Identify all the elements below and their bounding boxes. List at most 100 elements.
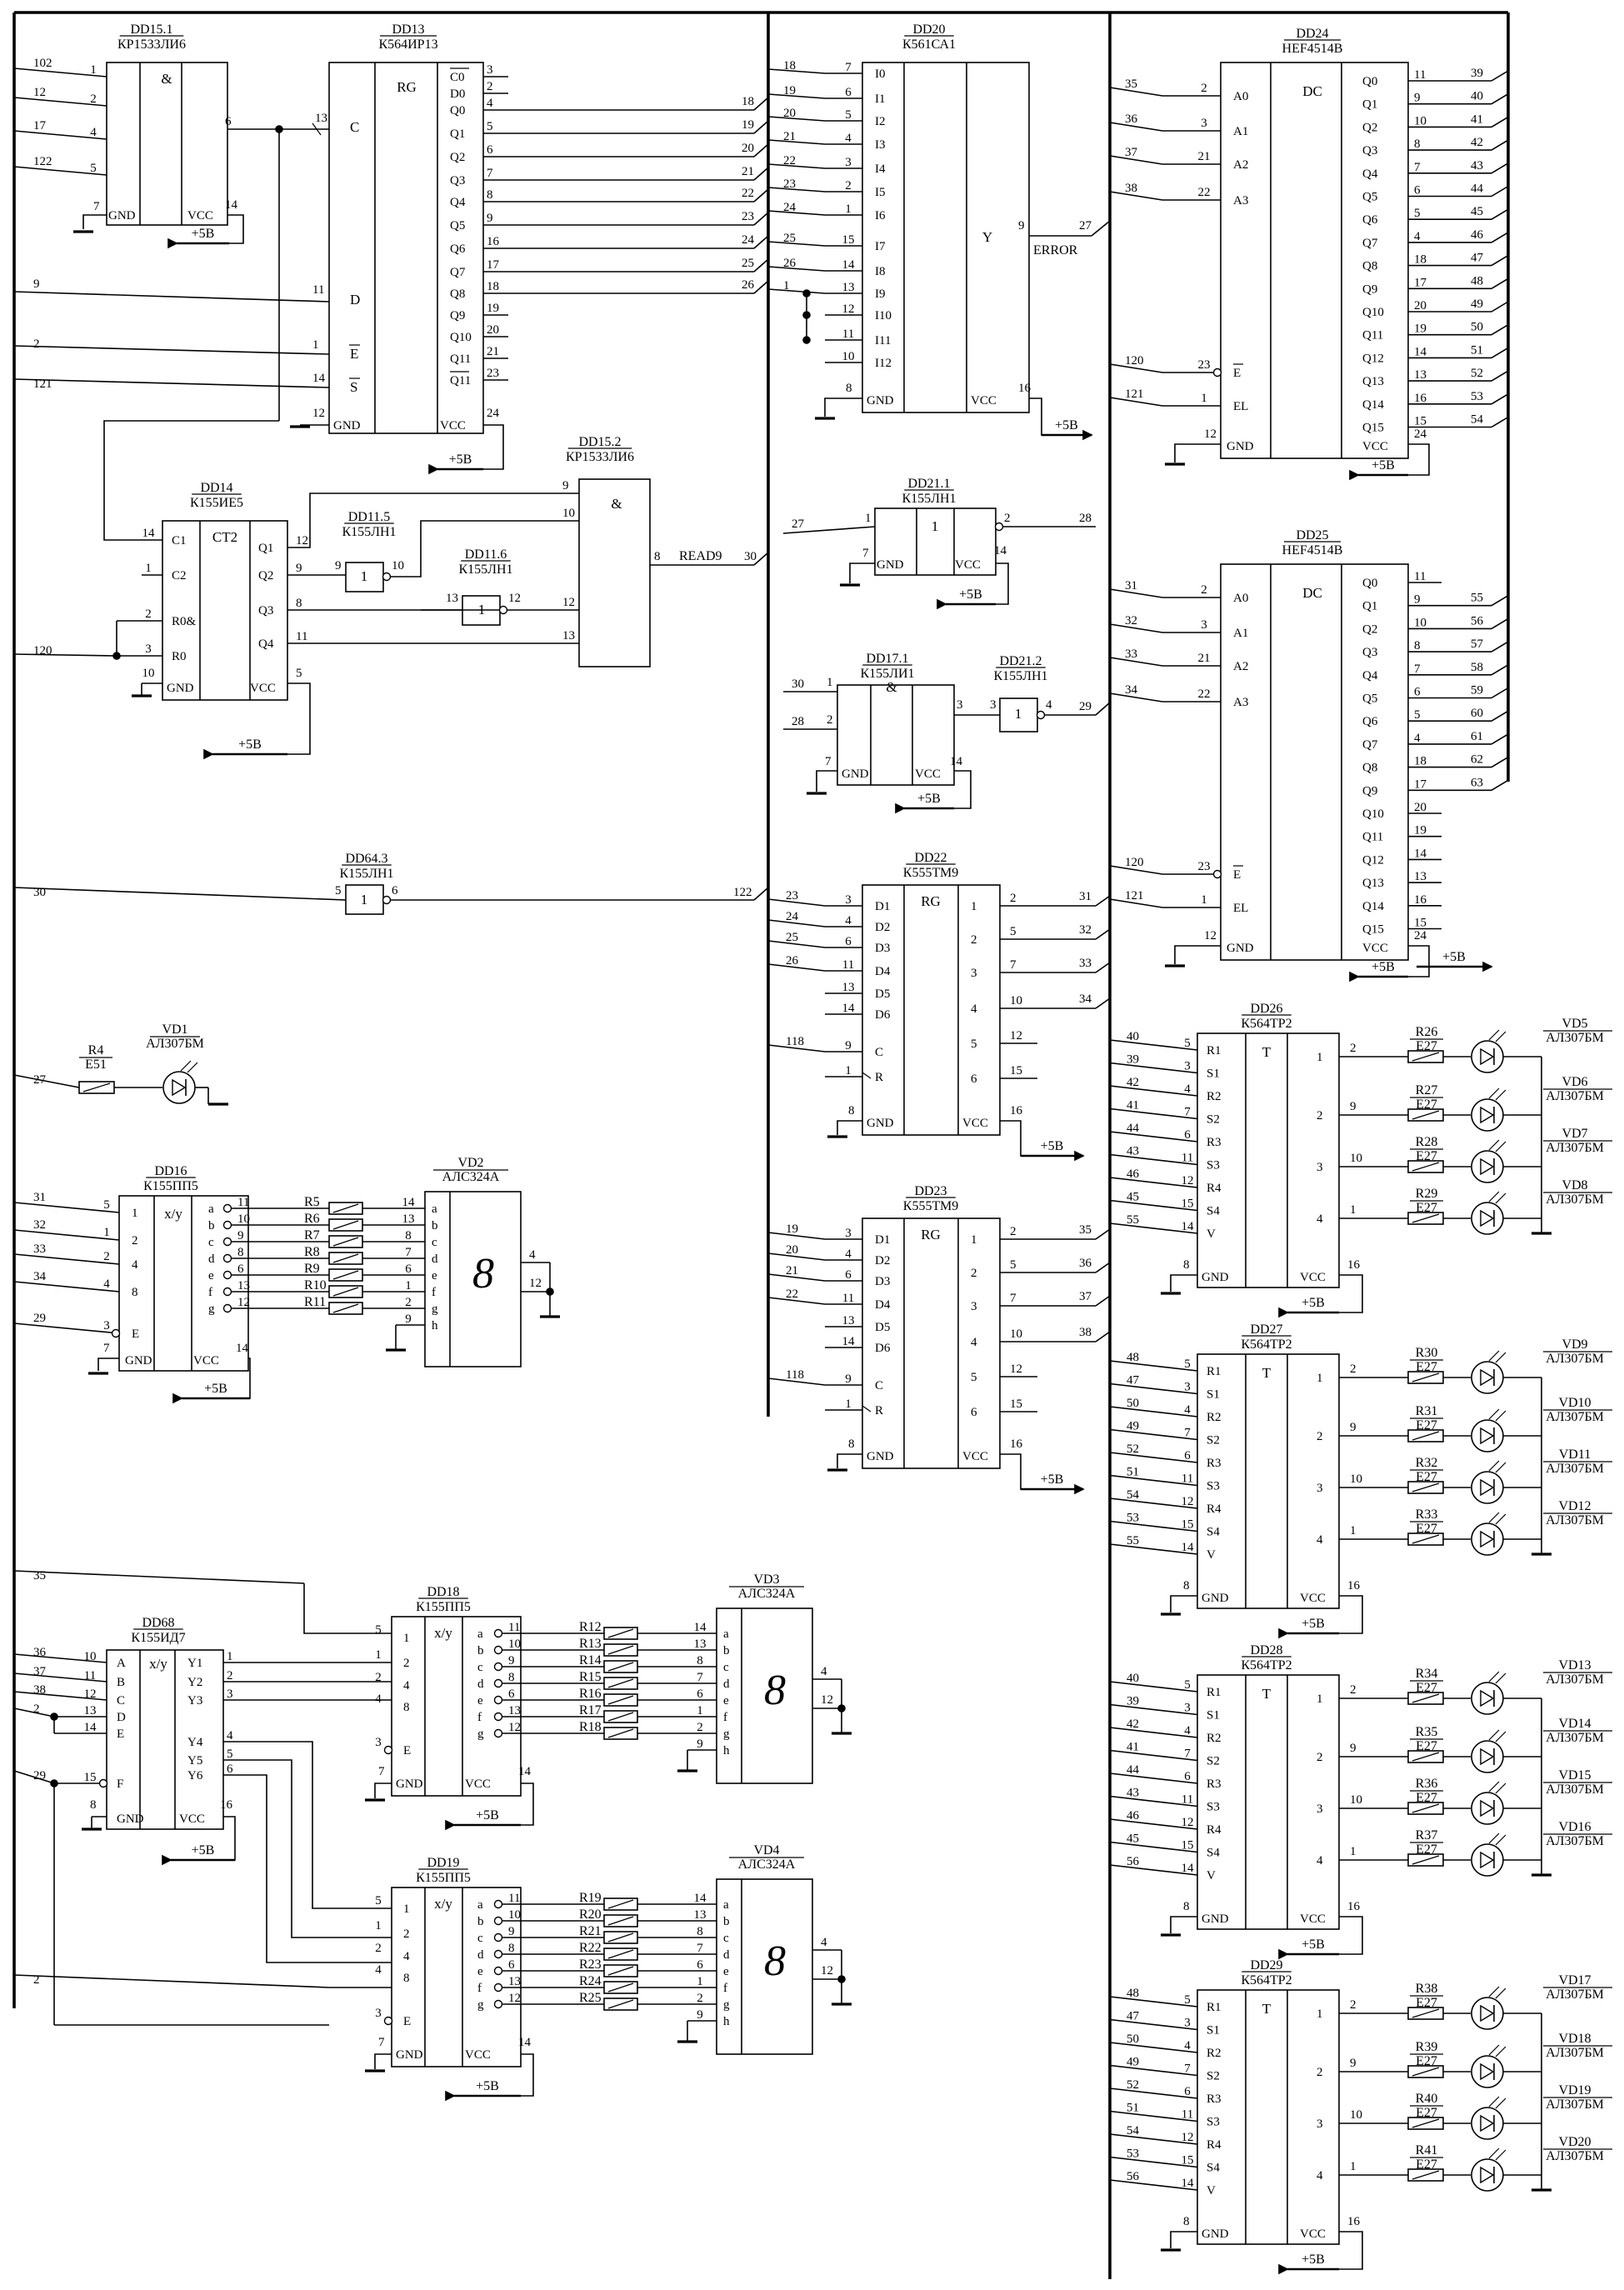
wire — [767, 187, 826, 192]
power-label: +5B — [449, 452, 472, 467]
pin-number: 10 — [237, 1212, 250, 1226]
pin-number: 12 — [529, 1277, 542, 1290]
led-triangle — [1480, 1427, 1495, 1445]
led-ray — [1495, 1141, 1507, 1152]
pin-number: 1 — [405, 1279, 412, 1292]
wire — [767, 288, 826, 294]
resistor-value: E27 — [1416, 1842, 1437, 1857]
pin-label: 3 — [1317, 2118, 1323, 2131]
wire — [223, 1741, 392, 1909]
pin-number: 14 — [1182, 1541, 1195, 1554]
xy-symbol: x/y — [164, 1206, 182, 1222]
segment-label: a — [723, 1628, 729, 1641]
led-ray — [180, 1060, 192, 1072]
wire — [1109, 898, 1163, 908]
pin-number: 9 — [1350, 1100, 1357, 1113]
pin-label: R4 — [1207, 1502, 1222, 1516]
pin-label: R3 — [1207, 1136, 1222, 1149]
net-label: 31 — [1125, 579, 1137, 592]
pin-number: 10 — [842, 350, 855, 363]
pin-label: F — [117, 1778, 123, 1791]
wire — [1109, 1177, 1198, 1188]
inversion-bubble — [493, 1628, 503, 1638]
pin-label: V — [1207, 1548, 1216, 1562]
led-ray — [1488, 1832, 1500, 1844]
pin-number: 16 — [1347, 1900, 1361, 1913]
chip-name: DD11.5 — [348, 510, 391, 524]
led-type: АЛ307БМ — [1546, 1513, 1604, 1528]
pin-number: 7 — [378, 2036, 385, 2049]
pin-number: 14 — [142, 527, 156, 540]
wire — [390, 520, 579, 578]
resistor-slash — [607, 1932, 634, 1942]
pin-number: 4 — [845, 1248, 852, 1261]
wire — [1339, 1595, 1363, 1634]
pin-number: 13 — [1414, 870, 1427, 883]
led-type: АЛ307БМ — [1546, 2098, 1604, 2112]
led-triangle — [1480, 1368, 1495, 1387]
gnd-label: GND — [1202, 1592, 1229, 1605]
pin-label: D0 — [450, 88, 465, 101]
led-vd10 — [1471, 1419, 1504, 1452]
pin-number: 1 — [827, 676, 833, 689]
pin-label: S2 — [1207, 1434, 1220, 1448]
wire — [767, 1273, 826, 1282]
led-type: АЛ307БМ — [1546, 1731, 1604, 1745]
pin-number: 11 — [1414, 570, 1426, 583]
pin-label: Q0 — [450, 104, 465, 118]
resistor-r25 — [603, 1998, 638, 2011]
resistor-slash — [607, 1899, 634, 1909]
resistor-slash — [1412, 1693, 1440, 1703]
led-name: VD6 — [1562, 1075, 1587, 1089]
inversion-bubble — [493, 1966, 503, 1976]
net-label: 42 — [1127, 1076, 1139, 1089]
net-label: 26 — [786, 954, 799, 968]
pin-number: 12 — [508, 592, 521, 605]
wire — [767, 116, 826, 122]
chip-dd13 — [328, 62, 484, 434]
pin-label: 2 — [403, 1928, 410, 1941]
gnd-label: GND — [125, 1354, 152, 1368]
inversion-bubble — [222, 1287, 232, 1297]
resistor-slash — [1412, 1431, 1440, 1441]
resistor-name: R31 — [1416, 1404, 1438, 1418]
pin-label: E — [403, 2015, 411, 2028]
pin-label: Q6 — [1362, 715, 1378, 728]
pin-number: 5 — [103, 1198, 110, 1212]
pin-label: 6 — [971, 1406, 977, 1419]
net-label: 19 — [786, 1222, 798, 1236]
net-label: 32 — [1125, 614, 1137, 628]
led-triangle — [1480, 1748, 1495, 1766]
resistor-r5 — [328, 1202, 363, 1215]
resistor-value: E27 — [1416, 1791, 1437, 1805]
net-label: 42 — [1471, 136, 1483, 149]
chip-dd20 — [862, 62, 1030, 413]
pin-number: 6 — [1184, 2085, 1191, 2098]
pin-number: 6 — [392, 884, 398, 898]
power-label: +5B — [238, 738, 262, 752]
pin-number: 23 — [1198, 860, 1211, 873]
pin-number: 14 — [994, 544, 1007, 558]
resistor-value: E27 — [1416, 1039, 1437, 1053]
led-triangle — [1480, 2062, 1495, 2081]
resistor-r9 — [328, 1268, 363, 1282]
pin-number: 7 — [1184, 1427, 1191, 1440]
net-label: 33 — [33, 1242, 46, 1256]
pin-number: 12 — [1182, 2131, 1194, 2144]
pin-label: R4 — [1207, 1182, 1222, 1195]
pin-number: 10 — [1010, 994, 1022, 1008]
net-label: 54 — [1471, 413, 1484, 427]
pin-number: 1 — [865, 512, 872, 525]
pin-number: 10 — [1010, 1328, 1022, 1341]
not-symbol: 1 — [361, 568, 368, 584]
pin-label: 4 — [403, 1679, 410, 1692]
chip-dd23 — [862, 1218, 1001, 1469]
pin-label: 8 — [403, 1701, 410, 1714]
pin-label: D3 — [875, 942, 890, 955]
resistor-r30 — [1407, 1371, 1444, 1384]
net-label: 17 — [33, 119, 47, 132]
led-name: VD13 — [1558, 1658, 1591, 1672]
chip-type: К155ЛИ1 — [860, 667, 914, 681]
resistor-name: R35 — [1416, 1725, 1438, 1739]
net-label: 55 — [1127, 1213, 1139, 1227]
